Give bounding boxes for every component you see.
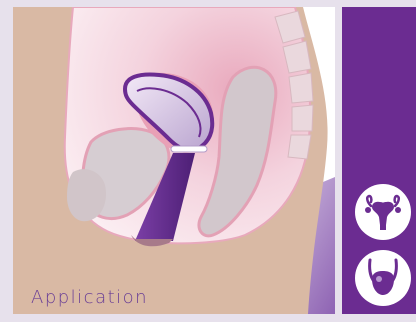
uterus-icon: [355, 184, 411, 240]
uterus-button[interactable]: [355, 184, 411, 240]
cervix-ring: [171, 146, 207, 152]
illustration-panel: Application: [13, 7, 335, 314]
bladder-icon: [355, 250, 411, 306]
caption-label: Application: [31, 287, 148, 308]
side-panel: [342, 7, 416, 314]
anatomy-illustration: [13, 7, 335, 314]
bladder-button[interactable]: [355, 250, 411, 306]
